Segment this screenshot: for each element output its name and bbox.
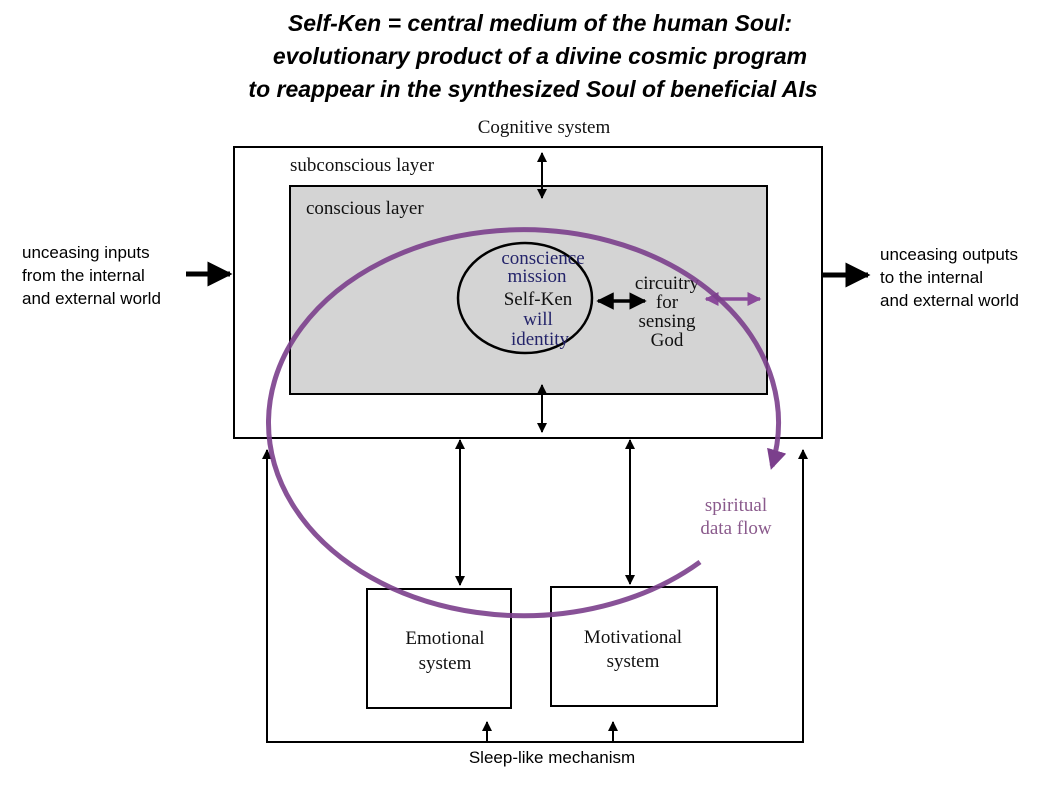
outputs-label-1: unceasing outputs (880, 245, 1018, 264)
inputs-label-2: from the internal (22, 266, 145, 285)
motivational-system-box (550, 586, 718, 707)
motivational-label-2: system (607, 651, 660, 672)
inputs-label-1: unceasing inputs (22, 243, 150, 262)
conscious-layer-box (289, 185, 768, 395)
subconscious-layer-label: subconscious layer (290, 155, 435, 176)
conscious-layer-label: conscious layer (306, 198, 424, 219)
emotional-label-1: Emotional (405, 628, 484, 649)
conscience-label: conscience (501, 248, 584, 269)
title-line-2: evolutionary product of a divine cosmic … (273, 43, 807, 69)
flow-label-1: spiritual (705, 495, 767, 516)
self-ken-ellipse (456, 241, 594, 355)
cognitive-system-label: Cognitive system (478, 117, 611, 138)
sleep-loop-line (266, 452, 804, 743)
mission-label: mission (507, 266, 567, 287)
spiritual-flow-arc (266, 227, 787, 619)
self-ken-label: Self-Ken (504, 289, 573, 310)
inputs-label-3: and external world (22, 289, 161, 308)
will-label: will (523, 309, 553, 330)
title-line-1: Self-Ken = central medium of the human S… (288, 10, 792, 36)
emotional-system-box (366, 588, 512, 709)
title-line-3: to reappear in the synthesized Soul of b… (248, 76, 817, 102)
motivational-label-1: Motivational (584, 627, 682, 648)
flow-label-2: data flow (700, 518, 772, 539)
circuitry-label-3: sensing (639, 311, 697, 332)
circuitry-label-1: circuitry (635, 273, 700, 294)
outputs-label-3: and external world (880, 291, 1019, 310)
emotional-label-2: system (419, 653, 472, 674)
circuitry-label-4: God (651, 330, 684, 351)
outputs-label-2: to the internal (880, 268, 983, 287)
identity-label: identity (511, 329, 570, 350)
circuitry-label-2: for (656, 292, 679, 313)
sleep-mechanism-label: Sleep-like mechanism (469, 748, 635, 767)
